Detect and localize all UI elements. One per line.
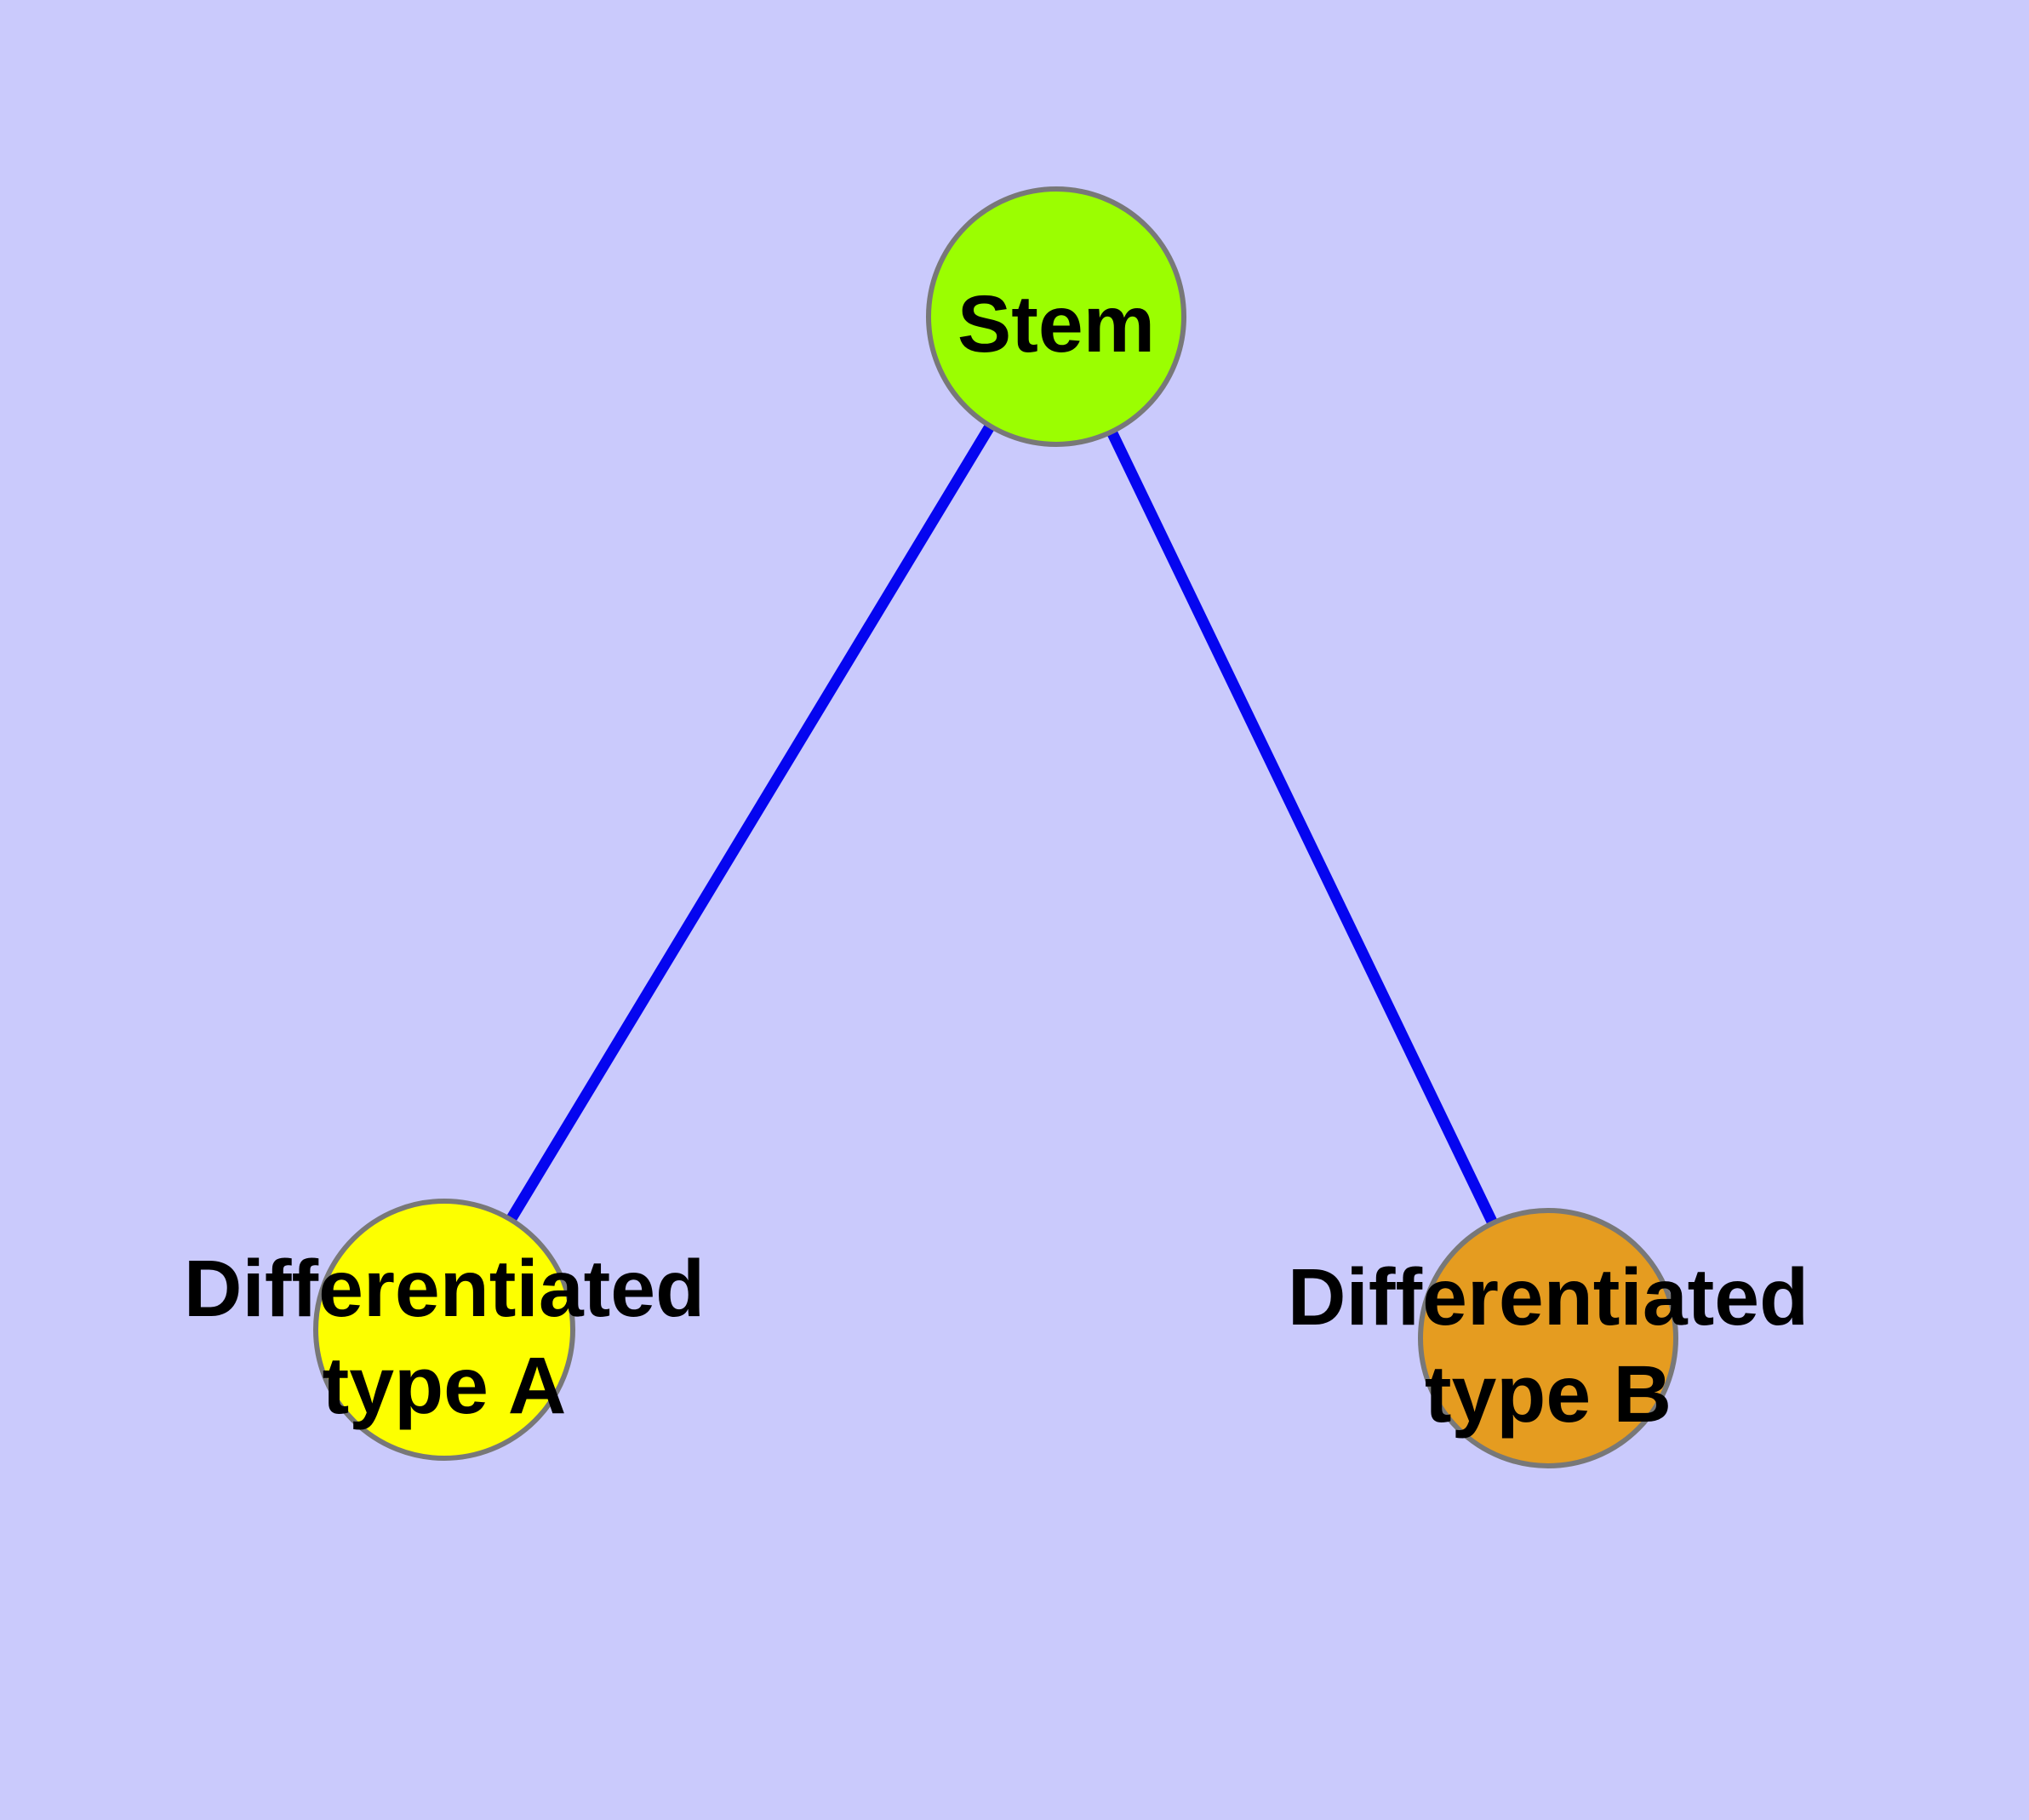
node-type-a-circle	[313, 1199, 575, 1461]
node-type-a-label-line2: type A	[323, 1341, 567, 1431]
node-type-b-label-line2: type B	[1425, 1349, 1672, 1439]
node-stem-label: Stem	[957, 279, 1155, 369]
node-stem-circle	[926, 186, 1186, 447]
edge-stem-to-type-b	[1051, 314, 1553, 1341]
node-type-a-label-line1: Differentiated	[184, 1244, 705, 1334]
edge-stem-to-type-a	[439, 313, 1061, 1333]
node-type-b-circle	[1418, 1208, 1678, 1468]
node-type-b-label-line1: Differentiated	[1288, 1252, 1809, 1342]
